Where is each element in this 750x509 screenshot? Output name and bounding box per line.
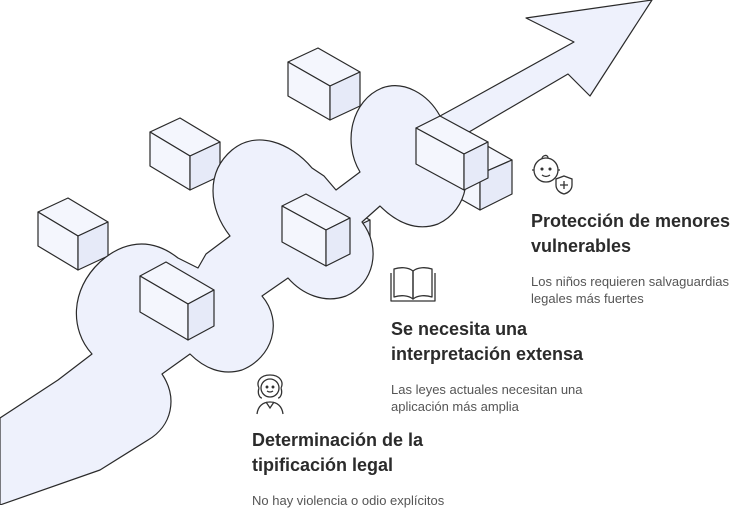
step-title-line: Se necesita una <box>391 319 528 339</box>
open-book-icon <box>390 267 436 302</box>
step-block-2: Se necesita una interpretación extensa L… <box>391 317 691 415</box>
step-title-line: vulnerables <box>531 236 632 256</box>
step-description-line: aplicación más amplia <box>391 399 519 414</box>
step-title-line: Determinación de la <box>252 430 424 450</box>
step-description-line: legales más fuertes <box>531 291 644 306</box>
step-description: Los niños requieren salvaguardias legale… <box>531 273 746 307</box>
step-block-3: Protección de menores vulnerables Los ni… <box>531 209 746 307</box>
step-title: Protección de menores vulnerables <box>531 209 746 259</box>
step-title: Determinación de la tipificación legal <box>252 428 552 478</box>
step-title-line: tipificación legal <box>252 455 394 475</box>
step-title: Se necesita una interpretación extensa <box>391 317 691 367</box>
child-shield-icon <box>532 154 573 195</box>
step-title-line: Protección de menores <box>531 211 731 231</box>
step-description: No hay violencia o odio explícitos <box>252 493 445 508</box>
step-description: Las leyes actuales necesitan una aplicac… <box>391 381 691 415</box>
step-title-line: interpretación extensa <box>391 344 584 364</box>
step-block-1: Determinación de la tipificación legal N… <box>252 428 552 509</box>
judge-icon <box>256 374 284 415</box>
step-description-line: Los niños requieren salvaguardias <box>531 274 730 289</box>
step-description-line: Las leyes actuales necesitan una <box>391 382 583 397</box>
